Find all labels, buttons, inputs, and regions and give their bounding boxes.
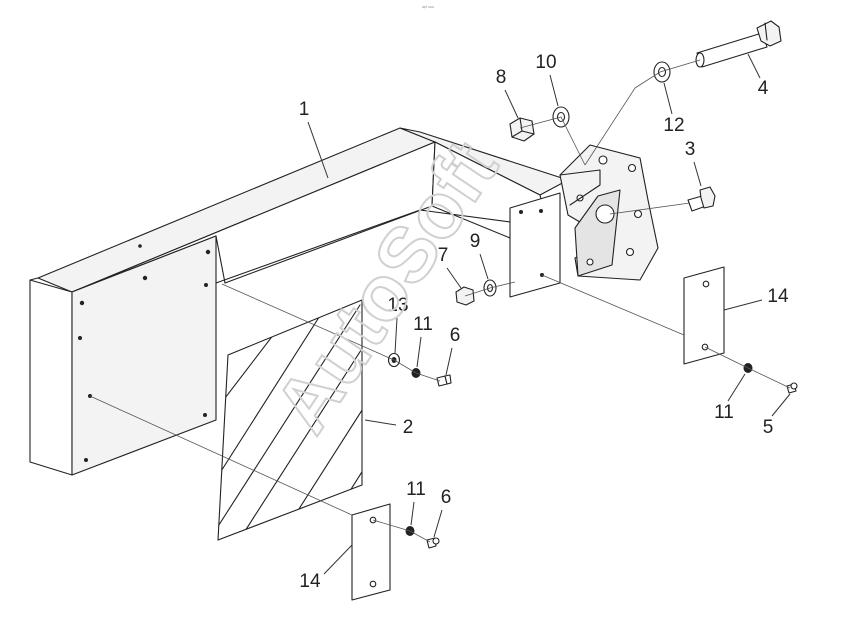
callout-11-top: 11 (413, 314, 433, 335)
main-arm-part (29, 127, 569, 476)
small-hardware (387, 352, 798, 549)
callout-1: 1 (299, 99, 310, 120)
callout-4: 4 (758, 78, 769, 99)
reflector-part (217, 299, 363, 541)
mounting-bracket (559, 144, 659, 281)
callout-8: 8 (496, 67, 507, 88)
bolt-3-part (687, 186, 716, 212)
callout-13: 13 (387, 295, 408, 316)
callout-11-bottom: 11 (406, 479, 426, 500)
callout-10: 10 (535, 52, 556, 73)
header-text: ᵃᵖᵗ ᵘᵘᵘ (422, 5, 434, 11)
callout-12: 12 (663, 115, 684, 136)
callout-2: 2 (403, 417, 414, 438)
callout-14-right: 14 (767, 286, 789, 307)
callout-14-bottom: 14 (299, 571, 321, 592)
callout-9: 9 (470, 231, 481, 252)
callout-7: 7 (438, 245, 449, 266)
nut-8-part (509, 117, 535, 142)
washer-12-part (653, 61, 671, 83)
long-bolt-part (695, 20, 782, 68)
plate-14-right-part (683, 266, 725, 365)
callout-11-right: 11 (714, 402, 734, 423)
plate-14-bottom-part (351, 503, 391, 601)
callouts: 1 2 3 4 5 6 6 7 8 9 10 11 11 11 12 13 14 (299, 52, 791, 592)
callout-6-top: 6 (450, 325, 461, 346)
washer-9-part (483, 279, 497, 297)
callout-5: 5 (763, 417, 774, 438)
callout-3: 3 (685, 139, 696, 160)
callout-6-bottom: 6 (441, 487, 452, 508)
assembly-guide-lines (89, 59, 791, 543)
